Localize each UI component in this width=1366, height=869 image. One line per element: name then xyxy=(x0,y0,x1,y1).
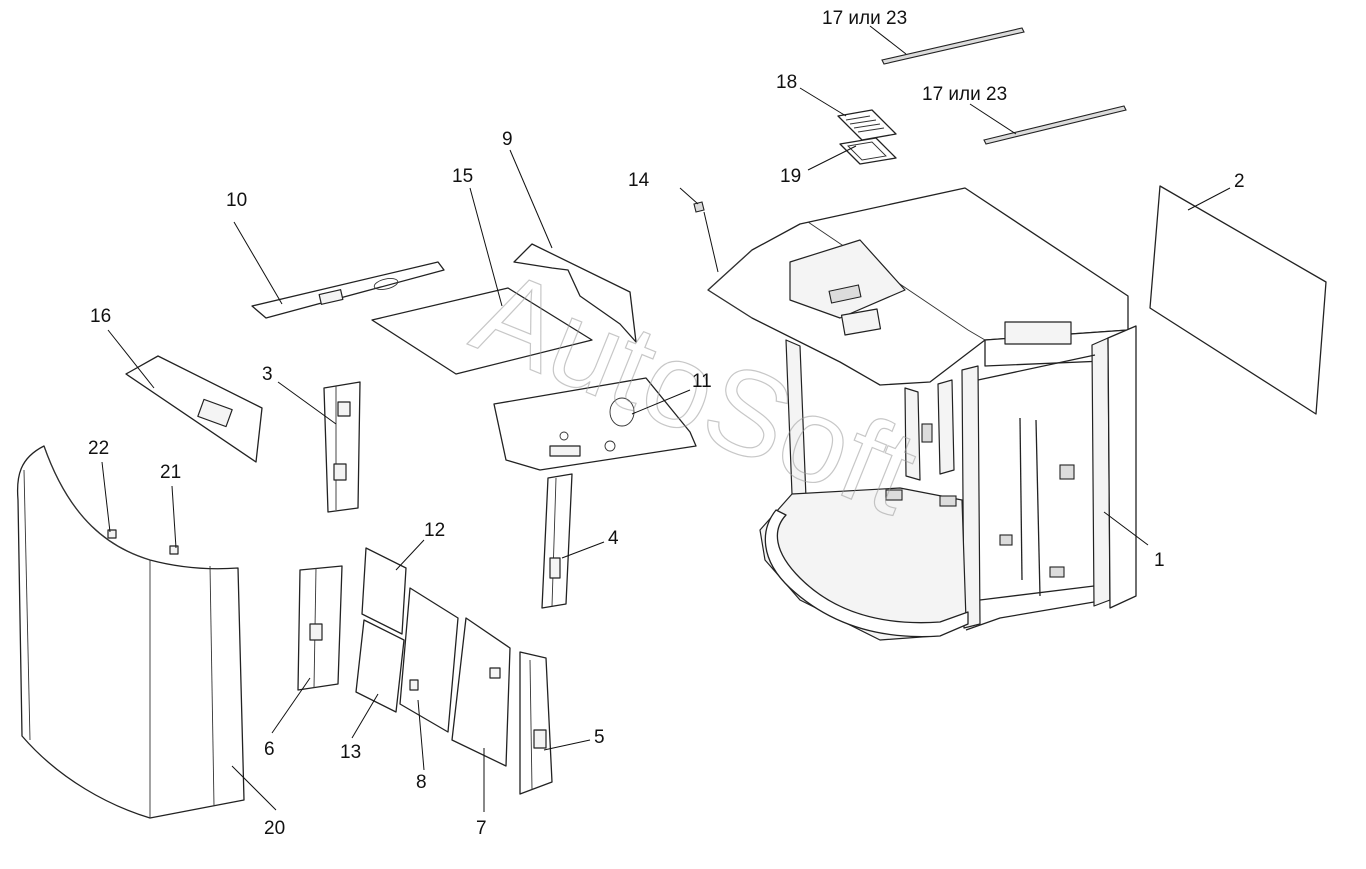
callout-19: 19 xyxy=(780,166,801,187)
callout-18: 18 xyxy=(776,72,797,93)
part-17-strip-top xyxy=(881,27,1025,65)
leader-14 xyxy=(679,187,699,205)
callout-13: 13 xyxy=(340,742,361,763)
callout-5: 5 xyxy=(594,727,605,748)
part-18-vent-grille xyxy=(837,109,897,141)
leader-19 xyxy=(807,145,857,171)
leader-6 xyxy=(271,677,311,734)
leader-17b xyxy=(969,103,1017,135)
part-13-panel xyxy=(355,619,405,713)
callout-4: 4 xyxy=(608,528,619,549)
part-9-trim-panel xyxy=(513,243,637,343)
leader-4 xyxy=(561,541,605,559)
callout-14: 14 xyxy=(628,170,650,191)
leader-8 xyxy=(417,699,425,771)
callout-20: 20 xyxy=(264,818,285,839)
part-19-vent-frame xyxy=(839,137,897,165)
callout-11: 11 xyxy=(692,371,712,392)
callout-15: 15 xyxy=(452,166,473,187)
part-11-dash-panel xyxy=(493,377,697,471)
part-8-side-panel xyxy=(399,587,459,733)
part-20-curved-side-panel xyxy=(16,445,245,819)
callout-12: 12 xyxy=(424,520,445,541)
part-3-pillar-trim xyxy=(323,381,361,513)
leader-12 xyxy=(395,539,425,571)
callout-16: 16 xyxy=(90,306,111,327)
part-8-slot xyxy=(409,679,419,691)
part-21-bracket xyxy=(169,545,179,555)
leader-16 xyxy=(107,329,155,389)
leader-14b xyxy=(703,211,719,273)
leader-lines xyxy=(101,25,1231,812)
part-14-clip xyxy=(693,201,705,213)
callout-17-lower: 17 или 23 xyxy=(922,84,1007,105)
part-22-bracket xyxy=(107,529,117,539)
leader-3 xyxy=(277,381,337,425)
part-6-pillar-trim xyxy=(297,565,343,691)
callout-21: 21 xyxy=(160,462,181,483)
leader-2 xyxy=(1187,187,1231,211)
part-7-handle-slot xyxy=(489,667,501,679)
leader-18 xyxy=(799,87,847,117)
callout-9: 9 xyxy=(502,129,513,150)
callout-22: 22 xyxy=(88,438,109,459)
leader-13 xyxy=(351,693,379,739)
leader-9 xyxy=(509,149,553,249)
callout-7: 7 xyxy=(476,818,487,839)
leader-17a xyxy=(869,25,907,55)
leader-20 xyxy=(231,765,277,811)
callout-8: 8 xyxy=(416,772,427,793)
leader-5 xyxy=(543,739,591,751)
leader-21 xyxy=(171,485,177,549)
part-12-panel xyxy=(361,547,407,635)
part-16-side-panel xyxy=(125,355,263,463)
part-15-floor-mat xyxy=(371,287,593,375)
callout-3: 3 xyxy=(262,364,273,385)
callout-1: 1 xyxy=(1154,550,1165,571)
leader-15 xyxy=(469,187,503,307)
part-4-pillar-trim xyxy=(541,473,573,609)
part-17-strip-lower xyxy=(983,105,1127,145)
part-10-top-trim-panel xyxy=(251,261,445,319)
part-5-pillar-trim xyxy=(519,651,553,795)
callout-10: 10 xyxy=(226,190,247,211)
part-1-cab-frame xyxy=(707,187,1137,641)
callout-6: 6 xyxy=(264,739,275,760)
callout-2: 2 xyxy=(1234,171,1245,192)
leader-22 xyxy=(101,461,111,533)
leader-11 xyxy=(631,389,691,415)
leader-1 xyxy=(1103,511,1149,546)
part-7-door-panel xyxy=(451,617,511,767)
callout-labels: 1 2 3 4 5 6 7 8 9 10 11 12 13 14 15 16 1… xyxy=(88,8,1245,839)
part-2-rear-glass xyxy=(1149,185,1327,415)
leader-10 xyxy=(233,221,283,305)
callout-17-top: 17 или 23 xyxy=(822,8,907,29)
